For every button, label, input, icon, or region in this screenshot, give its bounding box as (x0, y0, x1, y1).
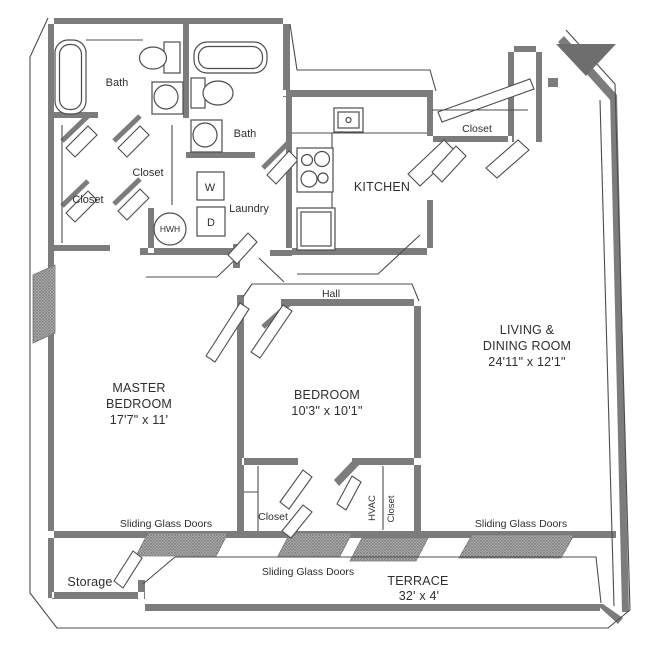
label-terrace-dims: 32' x 4' (399, 589, 439, 603)
terrace-corner-wall (596, 604, 623, 624)
label-hall: Hall (322, 288, 340, 300)
label-sliding-doors-left: Sliding Glass Doors (120, 518, 212, 530)
label-water-heater: HWH (160, 224, 180, 234)
bathtub-1 (54, 39, 87, 115)
sliding-door-band-middle (349, 537, 429, 562)
kitchen-sink (333, 107, 364, 133)
label-closet-hall: Closet (132, 167, 163, 179)
closet-door (65, 125, 98, 158)
water-heater (153, 212, 187, 246)
washer-box (196, 171, 225, 201)
label-bedroom: BEDROOM (294, 388, 360, 402)
fixtures (54, 39, 616, 531)
bedroom-closet-door (279, 469, 313, 510)
front-door-leaf (437, 78, 535, 123)
storage-door (113, 550, 143, 589)
sliding-door-band-master (135, 532, 229, 557)
sliding-door-band-living (458, 534, 575, 559)
sink-2 (190, 119, 223, 153)
toilet-1 (138, 41, 181, 74)
entry-closet-door (431, 145, 467, 183)
label-living-line1: LIVING & (500, 323, 555, 337)
label-closet-entry: Closet (462, 123, 492, 135)
label-master-line2: BEDROOM (106, 397, 172, 411)
bedroom-closet-rod (244, 466, 259, 531)
labels: Bath Bath Closet Closet W D HWH Laundry … (67, 77, 571, 603)
bedroom-closet-door (281, 504, 313, 539)
sliding-door-band-bedroom (277, 532, 353, 557)
label-hvac: HVAC (367, 495, 378, 521)
label-terrace: TERRACE (387, 574, 448, 588)
label-laundry: Laundry (229, 203, 269, 215)
refrigerator (296, 207, 336, 251)
label-bath-1: Bath (106, 77, 129, 89)
entry-closet-door (485, 139, 530, 179)
closet-door (65, 190, 98, 223)
hvac-closet-door (336, 475, 362, 511)
label-master-line1: MASTER (112, 381, 165, 395)
label-bedroom-dims: 10'3" x 10'1" (291, 404, 362, 418)
entry-marker-icon (556, 44, 616, 76)
laundry-door (227, 232, 258, 265)
sliding-door-bands (32, 264, 575, 562)
label-closet-master: Closet (72, 194, 103, 206)
label-closet-bedroom: Closet (258, 511, 288, 523)
label-storage: Storage (67, 575, 112, 589)
dryer-box (196, 206, 226, 237)
label-living-dims: 24'11" x 12'1" (488, 355, 565, 369)
right-outer-wall (610, 95, 629, 612)
closet-door (117, 125, 150, 158)
wall-panel-west (32, 264, 56, 344)
label-bath-2: Bath (234, 128, 257, 140)
sink-1 (151, 81, 184, 115)
label-closet-hvac: Closet (386, 495, 397, 522)
hvac-closet-diagonal-wall (334, 458, 360, 486)
toilet-2 (190, 77, 234, 109)
kitchen-counter (292, 132, 427, 208)
door-panels (60, 78, 535, 589)
stove (296, 147, 334, 193)
label-sliding-doors-middle: Sliding Glass Doors (262, 566, 354, 578)
label-dryer: D (207, 217, 215, 229)
closet-door (117, 188, 150, 221)
bathtub-2 (193, 41, 268, 74)
label-kitchen: KITCHEN (354, 180, 410, 194)
label-sliding-doors-right: Sliding Glass Doors (475, 518, 567, 530)
master-bedroom-door (205, 302, 250, 363)
label-living-line2: DINING ROOM (483, 339, 571, 353)
label-master-dims: 17'7" x 11' (110, 413, 168, 427)
label-washer: W (205, 182, 216, 194)
bedroom-door (250, 304, 293, 359)
outline-accents (29, 17, 631, 629)
